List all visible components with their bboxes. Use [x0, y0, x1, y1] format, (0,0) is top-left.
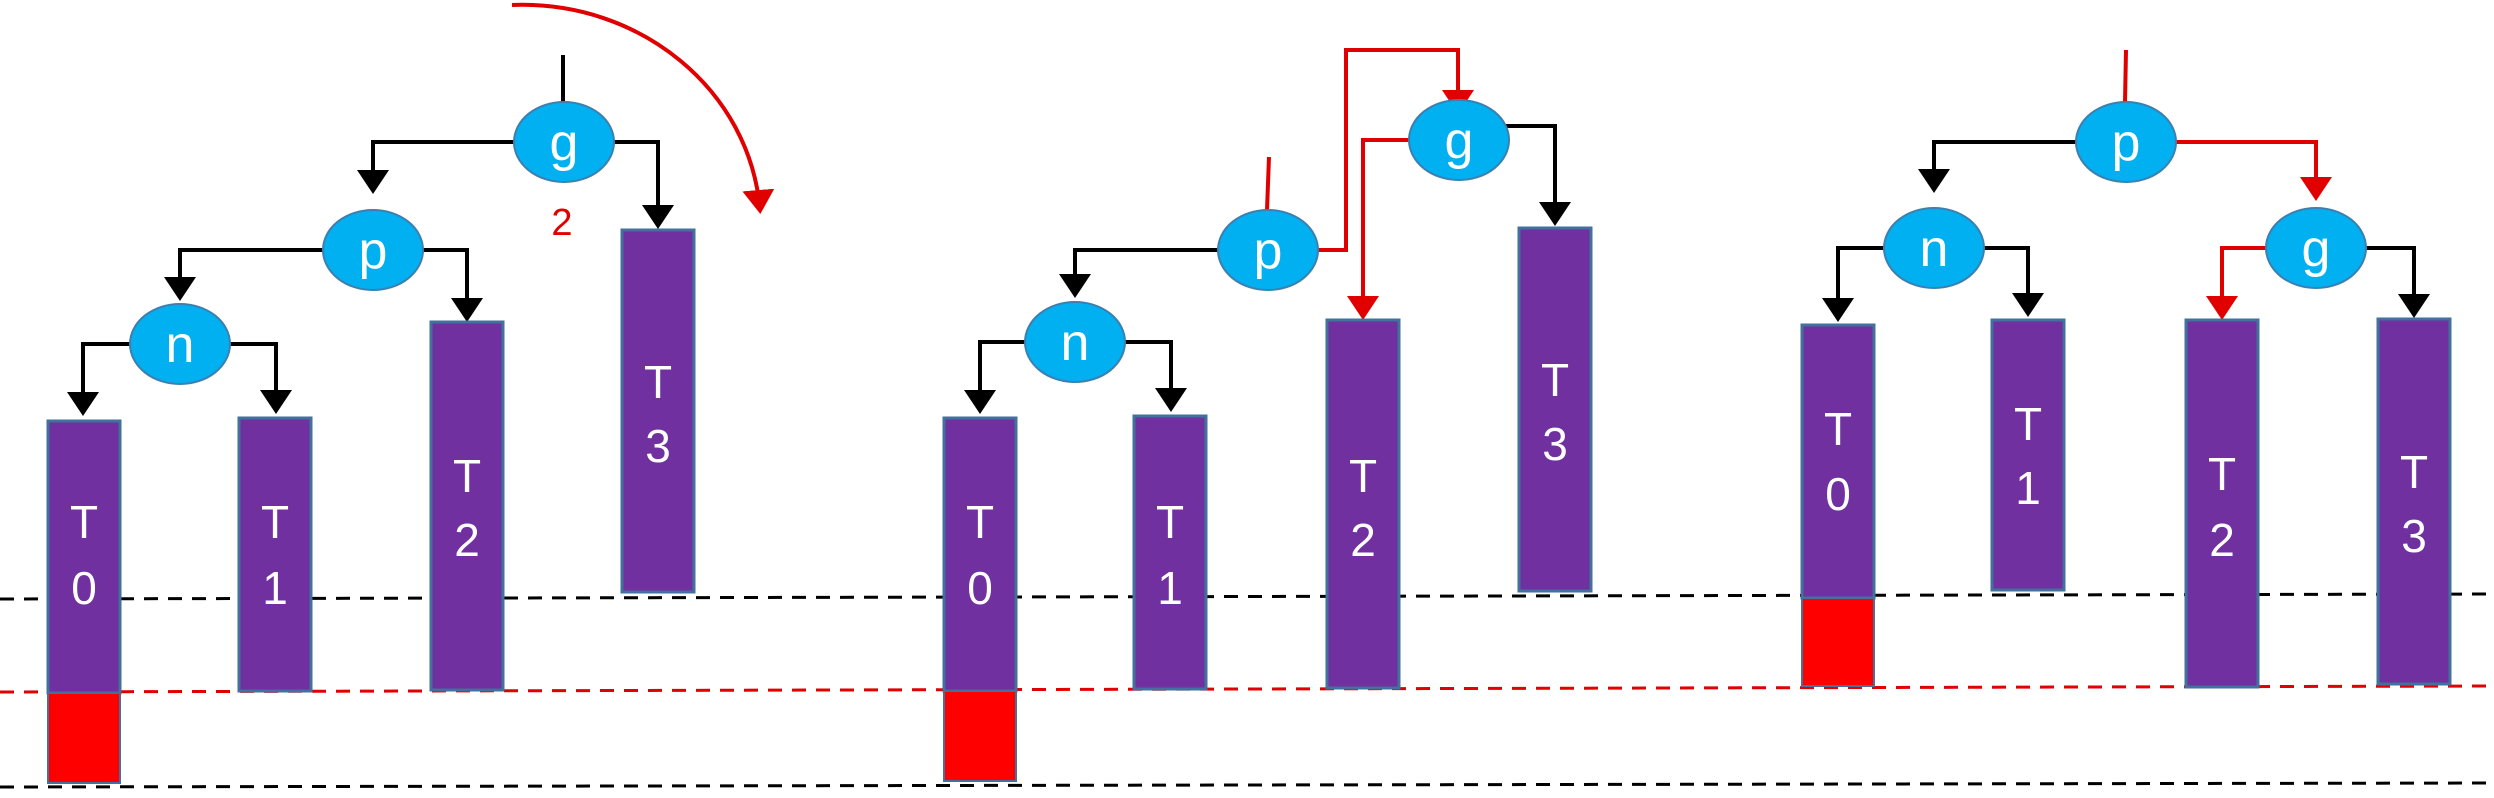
- subtree-label-number: 1: [1157, 562, 1183, 614]
- edge-n-t1: [1123, 340, 1187, 412]
- subtree-label-number: 0: [1825, 468, 1851, 520]
- subtree-label-letter: T: [1541, 354, 1569, 406]
- subtree-t3: T 3: [1517, 226, 1593, 593]
- subtree-t1: T 1: [1132, 414, 1208, 691]
- overflow-block: [1801, 597, 1875, 687]
- edge-n-t0: [964, 340, 1027, 414]
- edge-n-t1: [228, 342, 292, 414]
- edge-g-t3: [612, 140, 674, 229]
- subtree-t1: T 1: [237, 416, 313, 693]
- subtree-label-letter: T: [1349, 450, 1377, 502]
- subtree-t2: T 2: [2184, 318, 2260, 689]
- node-g: g: [1408, 99, 1510, 181]
- subtree-t3: T 3: [620, 228, 696, 594]
- node-n: n: [1024, 301, 1126, 383]
- node-n: n: [1883, 207, 1985, 289]
- level-line-bottom: [0, 781, 2494, 789]
- subtree-label-letter: T: [2208, 448, 2236, 500]
- svg-text:g: g: [2302, 220, 2331, 278]
- subtree-label-letter: T: [70, 496, 98, 548]
- subtree-label-letter: T: [1156, 496, 1184, 548]
- subtree-label-number: 0: [967, 562, 993, 614]
- balance-factor-label: 2: [551, 202, 572, 244]
- subtree-label-letter: T: [453, 450, 481, 502]
- edge-n-t1: [1982, 246, 2044, 317]
- node-p: p: [322, 209, 424, 291]
- subtree-label-number: 1: [2015, 462, 2041, 514]
- subtree-label-letter: T: [2400, 446, 2428, 498]
- svg-text:g: g: [1445, 112, 1474, 170]
- overflow-block: [943, 690, 1017, 782]
- edge-g-t2-relink: [1347, 138, 1412, 320]
- edge-g-t3: [1506, 124, 1571, 226]
- level-line-top: [0, 592, 2494, 601]
- subtree-label-number: 2: [2209, 514, 2235, 566]
- edge-g-t2-relink: [2206, 246, 2268, 320]
- edge-parent-p: [2123, 49, 2128, 103]
- edge-parent-p: [1265, 156, 1271, 211]
- node-g: g: [513, 101, 615, 183]
- subtree-t2: T 2: [429, 320, 505, 692]
- node-p: p: [1217, 209, 1319, 291]
- edge-p-n: [1918, 140, 2078, 193]
- svg-text:p: p: [1254, 222, 1283, 280]
- node-g: g: [2265, 207, 2367, 289]
- panel-before: T 0 T 1 T 2 T 3 g 2 p n: [46, 2, 775, 784]
- panel-after: T 0 T 1 T 2 T 3 p n g: [1800, 49, 2452, 689]
- subtree-label-number: 1: [262, 562, 288, 614]
- edge-n-t0: [67, 342, 132, 416]
- edge-n-t0: [1822, 246, 1886, 322]
- subtree-t3: T 3: [2376, 317, 2452, 686]
- subtree-t0: T 0: [942, 416, 1018, 782]
- edge-p-g-relink: [1318, 48, 1474, 252]
- subtree-label-letter: T: [1824, 403, 1852, 455]
- edge-g-t3: [2364, 246, 2430, 318]
- subtree-label-letter: T: [644, 356, 672, 408]
- subtree-label-letter: T: [261, 496, 289, 548]
- subtree-label-number: 3: [645, 420, 671, 472]
- svg-text:n: n: [1061, 314, 1090, 372]
- svg-text:p: p: [2112, 114, 2141, 172]
- subtree-label-letter: T: [966, 496, 994, 548]
- svg-text:n: n: [1920, 220, 1949, 278]
- overflow-block: [47, 692, 121, 784]
- subtree-t0: T 0: [46, 419, 122, 784]
- subtree-label-number: 2: [1350, 514, 1376, 566]
- subtree-label-number: 3: [2401, 510, 2427, 562]
- level-line-overflow: [0, 684, 2494, 694]
- subtree-label-number: 2: [454, 514, 480, 566]
- subtree-label-letter: T: [2014, 398, 2042, 450]
- subtree-label-number: 3: [1542, 418, 1568, 470]
- edge-p-g-relink: [2174, 140, 2332, 201]
- subtree-t2: T 2: [1325, 318, 1401, 690]
- rotation-arrow: [511, 2, 775, 214]
- edge-g-p: [357, 140, 516, 194]
- svg-text:n: n: [166, 316, 195, 374]
- edge-p-n: [164, 248, 325, 301]
- node-p: p: [2075, 101, 2177, 183]
- subtree-label-number: 0: [71, 562, 97, 614]
- edge-p-n: [1059, 248, 1220, 298]
- node-n: n: [129, 303, 231, 385]
- svg-text:p: p: [359, 222, 388, 280]
- panel-during: T 0 T 1 T 2 T 3 g p n: [942, 48, 1593, 782]
- edge-p-t2: [423, 248, 483, 322]
- svg-text:g: g: [550, 114, 579, 172]
- subtree-t1: T 1: [1990, 318, 2066, 592]
- subtree-t0: T 0: [1800, 323, 1876, 687]
